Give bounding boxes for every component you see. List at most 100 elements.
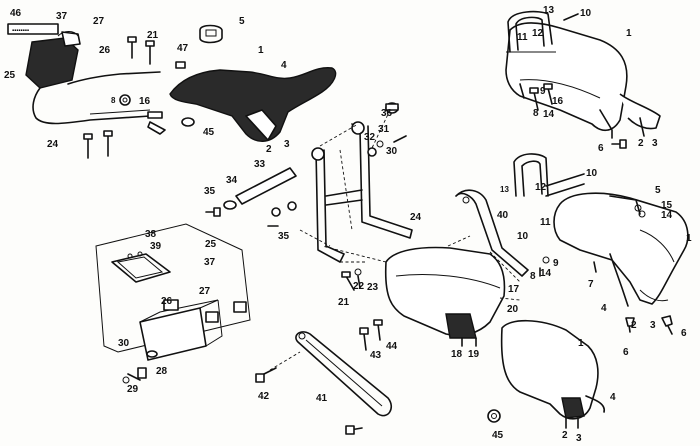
- callout-31: 31: [378, 124, 390, 135]
- callout-15-mid: 15: [661, 200, 673, 211]
- callout-3-tr: 3: [652, 138, 658, 149]
- callout-3-mid: 3: [650, 320, 656, 331]
- callout-13-mid: 13: [500, 185, 509, 194]
- bolts-top-left: [83, 36, 186, 159]
- callout-2-tr: 2: [638, 138, 644, 149]
- callout-14-tr: 14: [543, 109, 555, 120]
- saddlebag-25: [25, 31, 81, 89]
- crossbar-33: [205, 167, 297, 227]
- callout-10-top-a: 10: [580, 8, 592, 19]
- callout-9-mid: 9: [553, 258, 559, 269]
- guide-lines: [299, 109, 521, 301]
- callout-11-mid: 11: [540, 217, 551, 228]
- callout-26: 26: [99, 45, 111, 56]
- callout-6-mid-a: 6: [623, 347, 629, 358]
- callout-1-tr: 1: [626, 28, 632, 39]
- callout-45-bottom: 45: [492, 430, 504, 441]
- callout-28: 28: [156, 366, 168, 377]
- callout-14-mid-b: 14: [661, 210, 673, 221]
- callout-20: 20: [507, 304, 519, 315]
- hardware-43-44: [359, 319, 383, 351]
- seat-bottom-right-1: [487, 319, 606, 429]
- callout-27-inset: 27: [199, 286, 211, 297]
- inset-bag-30: [139, 299, 223, 361]
- callout-30-top: 30: [386, 146, 398, 157]
- callout-41: 41: [316, 393, 328, 404]
- callout-34: 34: [226, 175, 238, 186]
- inset-frame: [95, 223, 251, 353]
- frame-bracket-24: [311, 121, 413, 263]
- callout-9-tr: 9: [540, 86, 546, 97]
- callout-45-top: 45: [203, 127, 215, 138]
- callout-24: 24: [47, 139, 59, 150]
- callout-4-bottom: 4: [610, 392, 616, 403]
- callout-10-mid-b: 10: [517, 231, 529, 242]
- callout-47-a: 47: [177, 43, 189, 54]
- callout-40: 40: [497, 210, 509, 221]
- callout-4-mid: 4: [601, 303, 607, 314]
- callout-4-top: 4: [281, 60, 287, 71]
- inset-hardware: [122, 301, 247, 384]
- callout-38: 38: [145, 229, 157, 240]
- hardware-bottom-strap: [345, 425, 363, 435]
- callout-17: 17: [508, 284, 520, 295]
- callout-32: 32: [364, 132, 376, 143]
- bag-decal-46: ▪▪▪▪▪▪▪▪: [7, 23, 59, 35]
- callout-30-inset: 30: [118, 338, 130, 349]
- seat-box-17: [384, 246, 506, 347]
- backrest-13: [506, 10, 556, 53]
- callout-1-top: 1: [258, 45, 264, 56]
- callout-3-bottom: 3: [576, 433, 582, 444]
- callout-8-mid: 8: [530, 271, 536, 282]
- bag-rail-24: [32, 71, 163, 125]
- callout-8-tr: 8: [533, 108, 539, 119]
- callout-7-mid: 7: [588, 279, 594, 290]
- callout-35-b: 35: [278, 231, 290, 242]
- callout-21-top: 21: [147, 30, 159, 41]
- callout-13-top: 13: [543, 5, 555, 16]
- callout-22: 22: [353, 281, 365, 292]
- callout-37: 37: [56, 11, 68, 22]
- callout-46: 46: [10, 8, 22, 19]
- callout-16-tr: 16: [552, 96, 564, 107]
- callout-2-mid: 2: [631, 320, 637, 331]
- callout-6-mid-b: 6: [681, 328, 687, 339]
- callout-42: 42: [258, 391, 270, 402]
- bolt-42: [255, 351, 301, 383]
- hardware-mid-right: [539, 204, 673, 335]
- callout-24-center: 24: [410, 212, 422, 223]
- callout-39: 39: [150, 241, 162, 252]
- callout-5-mid: 5: [655, 185, 661, 196]
- callout-23: 23: [367, 282, 379, 293]
- callout-3-top: 3: [284, 139, 290, 150]
- seat-top-right-1: [505, 22, 661, 139]
- seat-mid-right-1: [553, 192, 689, 307]
- callout-19: 19: [468, 349, 480, 360]
- callout-10-mid-a: 10: [586, 168, 598, 179]
- callout-21-center: 21: [338, 297, 350, 308]
- callout-1-mid: 1: [686, 233, 692, 244]
- callout-5-top: 5: [239, 16, 245, 27]
- callout-37-inset: 37: [204, 257, 216, 268]
- grab-handle-5: [199, 24, 223, 44]
- strap-41: [295, 331, 393, 417]
- callout-35-a: 35: [204, 186, 216, 197]
- callout-12-top: 12: [532, 28, 544, 39]
- callout-2-bottom: 2: [562, 430, 568, 441]
- callout-29: 29: [127, 384, 139, 395]
- callout-26-inset: 26: [161, 296, 173, 307]
- hardware-31-32: [367, 102, 407, 157]
- bracket-40: [455, 189, 529, 277]
- callout-1-bottom: 1: [578, 338, 584, 349]
- callout-11-top: 11: [517, 32, 528, 43]
- callout-43: 43: [370, 350, 382, 361]
- callout-25: 25: [4, 70, 16, 81]
- seat-top-center-1: [169, 67, 337, 142]
- callout-25-inset: 25: [205, 239, 217, 250]
- callout-33: 33: [254, 159, 266, 170]
- callout-18: 18: [451, 349, 463, 360]
- callout-6-tr: 6: [598, 143, 604, 154]
- inset-plate-38: [111, 251, 171, 283]
